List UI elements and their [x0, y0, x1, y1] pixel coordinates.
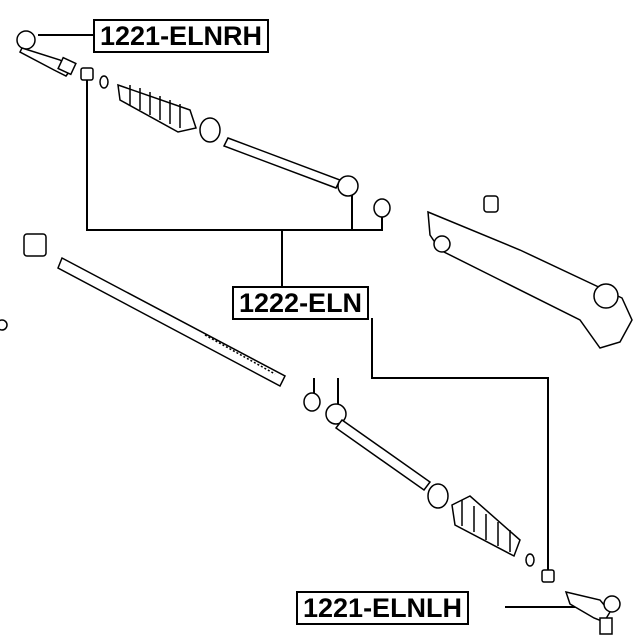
- washer-right: [373, 198, 391, 218]
- bearing: [23, 233, 47, 257]
- clamp-left: [427, 483, 449, 509]
- steering-gear-housing: [427, 195, 633, 349]
- rack-shaft: [57, 256, 286, 388]
- washer-left: [303, 392, 321, 412]
- inner-tie-rod-right-part: [222, 137, 359, 197]
- tie-rod-end-right-part: [16, 30, 77, 77]
- leader-line-inner-rod: [86, 80, 383, 231]
- boot-right-part: [117, 83, 197, 133]
- inner-tie-rod-left-part: [325, 403, 432, 492]
- nut-left: [541, 569, 555, 583]
- boot-left-part: [451, 495, 521, 558]
- part-label-tie-rod-end-right: 1221-ELNRH: [93, 19, 270, 53]
- clip-small-left: [525, 553, 535, 567]
- clamp-right: [199, 117, 221, 143]
- part-label-tie-rod-end-left: 1221-ELNLH: [296, 591, 470, 625]
- nut-right: [80, 67, 94, 81]
- part-label-inner-tie-rod: 1222-ELN: [232, 286, 370, 320]
- clip-small-right: [99, 75, 109, 89]
- tie-rod-end-left-part: [564, 590, 621, 635]
